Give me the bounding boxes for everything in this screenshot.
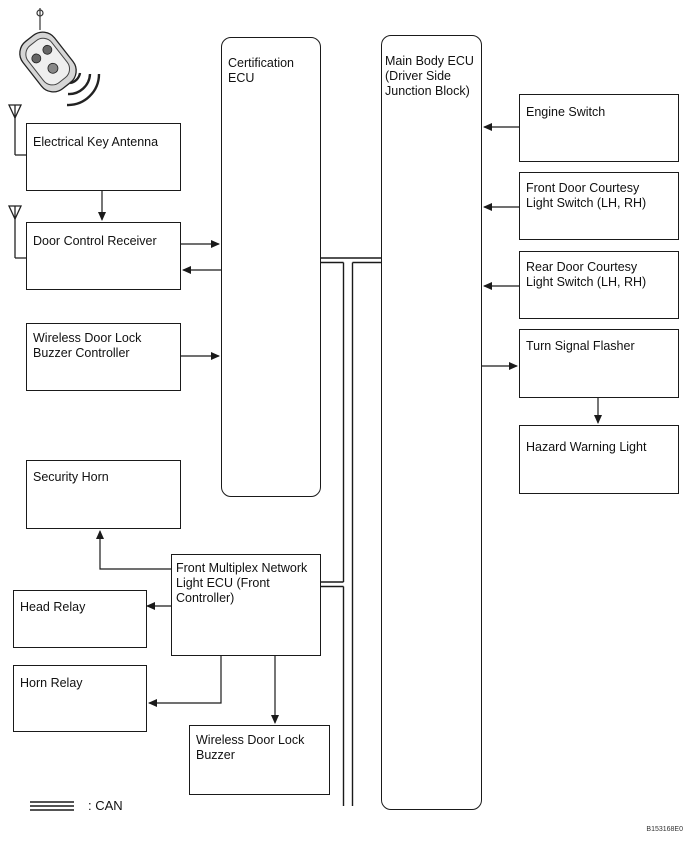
- can-legend-symbol: [30, 801, 74, 811]
- electrical-key-antenna-block: Electrical Key Antenna: [26, 123, 181, 191]
- electrical-key-antenna-label: Electrical Key Antenna: [33, 135, 159, 149]
- wireless-door-lock-buzzer-block: Wireless Door Lock Buzzer: [189, 725, 330, 795]
- door-control-receiver-label: Door Control Receiver: [33, 234, 157, 248]
- head-relay-block: Head Relay: [13, 590, 147, 648]
- security-horn-label: Security Horn: [33, 470, 109, 484]
- front-door-courtesy-light-switch-block: Front Door Courtesy Light Switch (LH, RH…: [519, 172, 679, 240]
- signal-wires: [96, 123, 602, 724]
- turn-signal-flasher-block: Turn Signal Flasher: [519, 329, 679, 398]
- can-legend-label: : CAN: [88, 798, 123, 813]
- wireless-door-lock-buzzer-controller-label: Wireless Door Lock Buzzer Controller: [33, 331, 142, 360]
- antenna-icon: [7, 205, 26, 259]
- key-fob-icon: [19, 8, 101, 107]
- wireless-door-lock-buzzer-controller-block: Wireless Door Lock Buzzer Controller: [26, 323, 181, 391]
- wireless-door-lock-buzzer-label: Wireless Door Lock Buzzer: [196, 733, 305, 762]
- hazard-warning-light-block: Hazard Warning Light: [519, 425, 679, 494]
- certification-ecu-block: Certification ECU: [221, 37, 321, 497]
- antenna-icon: [7, 104, 26, 156]
- certification-ecu-label: Certification ECU: [228, 56, 294, 85]
- front-multiplex-network-light-ecu-block: Front Multiplex Network Light ECU (Front…: [171, 554, 321, 656]
- head-relay-label: Head Relay: [20, 600, 86, 614]
- rear-door-courtesy-light-switch-label: Rear Door Courtesy Light Switch (LH, RH): [526, 260, 647, 289]
- door-control-receiver-block: Door Control Receiver: [26, 222, 181, 290]
- engine-switch-label: Engine Switch: [526, 105, 606, 119]
- turn-signal-flasher-label: Turn Signal Flasher: [526, 339, 635, 353]
- security-horn-block: Security Horn: [26, 460, 181, 529]
- figure-code: B153168E0: [646, 826, 683, 833]
- engine-switch-block: Engine Switch: [519, 94, 679, 162]
- main-body-ecu-label: Main Body ECU (Driver Side Junction Bloc…: [385, 54, 474, 98]
- front-multiplex-network-light-ecu-label: Front Multiplex Network Light ECU (Front…: [176, 561, 308, 605]
- main-body-ecu-block: Main Body ECU (Driver Side Junction Bloc…: [381, 35, 482, 810]
- horn-relay-block: Horn Relay: [13, 665, 147, 732]
- front-door-courtesy-light-switch-label: Front Door Courtesy Light Switch (LH, RH…: [526, 181, 647, 210]
- horn-relay-label: Horn Relay: [20, 676, 83, 690]
- can-bus: [321, 257, 381, 806]
- rear-door-courtesy-light-switch-block: Rear Door Courtesy Light Switch (LH, RH): [519, 251, 679, 319]
- hazard-warning-light-label: Hazard Warning Light: [526, 440, 647, 454]
